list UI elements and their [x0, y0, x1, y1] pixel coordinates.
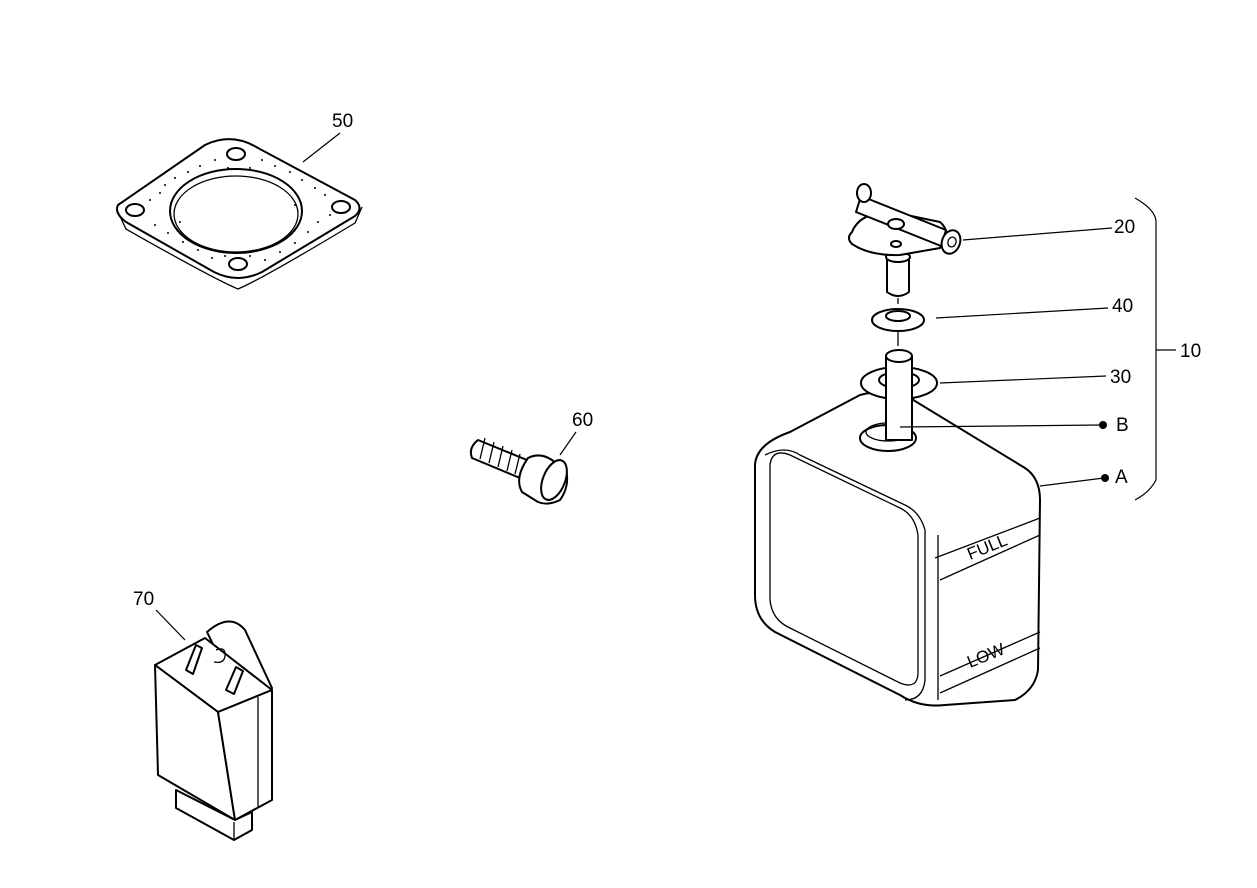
callout-10: 10: [1180, 341, 1201, 362]
callout-ref-b: B: [1116, 415, 1129, 436]
gasket-texture: [149, 159, 331, 261]
bolt-part: [469, 431, 577, 505]
callout-30: 30: [1110, 367, 1131, 388]
callout-70: 70: [133, 589, 154, 610]
assembly-bracket: [1134, 197, 1157, 501]
ref-a-dot: [1101, 474, 1109, 482]
tank-assembly: FULL LOW: [754, 183, 1176, 707]
callout-40: 40: [1112, 296, 1133, 317]
callout-50: 50: [332, 111, 353, 132]
callout-60: 60: [572, 410, 593, 431]
ref-b-dot: [1099, 421, 1107, 429]
callout-ref-a: A: [1115, 467, 1128, 488]
gasket-part: [116, 132, 363, 290]
relay-part: [154, 609, 273, 841]
callout-20: 20: [1114, 217, 1135, 238]
